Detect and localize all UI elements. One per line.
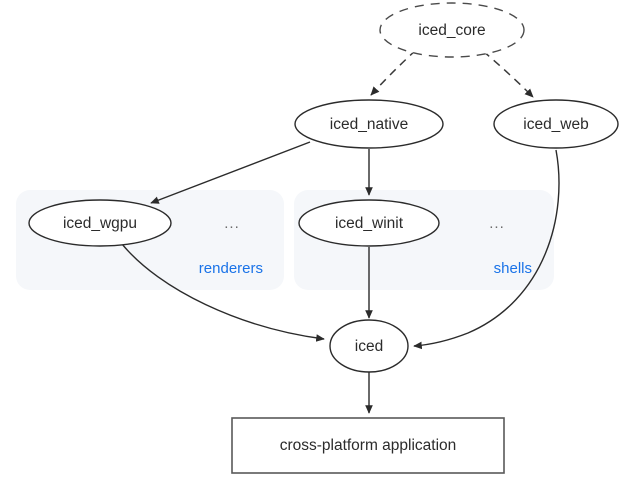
node-iced-winit-label: iced_winit — [335, 215, 404, 232]
node-application-label: cross-platform application — [280, 437, 457, 454]
edge-iced-wgpu-to-iced — [121, 243, 325, 342]
node-iced-native[interactable]: iced_native — [294, 99, 444, 149]
node-iced[interactable]: iced — [329, 319, 409, 373]
node-iced-label: iced — [355, 338, 383, 355]
node-iced-core-label: iced_core — [418, 22, 485, 39]
node-iced-wgpu[interactable]: iced_wgpu — [28, 199, 172, 247]
node-iced-native-shape[interactable] — [294, 99, 444, 149]
node-application[interactable]: cross-platform application — [231, 417, 505, 474]
node-iced-web-label: iced_web — [523, 116, 589, 133]
cluster-shells-label: shells — [494, 260, 532, 277]
node-iced-wgpu-shape[interactable] — [28, 199, 172, 247]
node-application-shape[interactable] — [231, 417, 505, 474]
node-iced-shape[interactable] — [329, 319, 409, 373]
edge-iced-core-to-iced-native — [370, 49, 417, 96]
edge-iced-native-to-iced-wgpu — [150, 141, 311, 204]
node-iced-wgpu-label: iced_wgpu — [63, 215, 137, 232]
cluster-renderers-ellipsis: ... — [224, 215, 240, 232]
edge-iced-core-to-iced-web — [482, 50, 534, 98]
node-iced-web-shape[interactable] — [493, 99, 619, 149]
cluster-shells-ellipsis: ... — [489, 215, 505, 232]
cluster-renderers-label: renderers — [199, 260, 263, 277]
node-iced-core-shape[interactable] — [379, 2, 525, 58]
node-iced-native-label: iced_native — [330, 116, 408, 133]
edge-iced-web-to-iced — [413, 149, 560, 350]
node-iced-winit-shape[interactable] — [298, 199, 440, 247]
node-iced-core[interactable]: iced_core — [379, 2, 525, 58]
node-iced-web[interactable]: iced_web — [493, 99, 619, 149]
node-iced-winit[interactable]: iced_winit — [298, 199, 440, 247]
